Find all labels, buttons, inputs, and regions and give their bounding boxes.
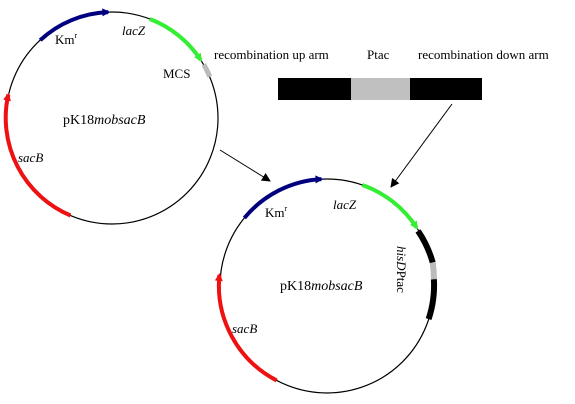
sacb-arrow-2 xyxy=(214,273,278,383)
sacb-label-2: sacB xyxy=(232,321,257,336)
down-arm-label: recombination down arm xyxy=(418,47,549,62)
up-arm-label: recombination up arm xyxy=(214,47,329,62)
kmr-arrow xyxy=(38,8,111,42)
mcs-segment xyxy=(201,63,213,78)
ptac-insert-segment xyxy=(429,262,437,280)
ptac-block xyxy=(351,78,410,100)
arrow-plasmid-to-product xyxy=(219,149,271,182)
hisd-ptac-label: hisDPtac xyxy=(394,246,409,293)
kmr-label: Kmr xyxy=(55,31,78,47)
plasmid-top-name: pK18mobsacB xyxy=(63,113,146,128)
down-arm-insert-segment xyxy=(425,279,438,321)
hisd-insert-segment xyxy=(415,229,436,264)
lacz-label-2: lacZ xyxy=(333,197,357,212)
sacb-arrow xyxy=(3,92,72,218)
insert-fragment: recombination up arm Ptac recombination … xyxy=(214,47,549,100)
up-arm-block xyxy=(278,78,351,100)
plasmid-bottom: Kmr lacZ sacB pK18mobsacB hisDPtac xyxy=(214,175,438,394)
kmr-label-2: Kmr xyxy=(265,204,288,220)
sacb-label: sacB xyxy=(18,150,43,165)
lacz-label: lacZ xyxy=(122,23,146,38)
ptac-label: Ptac xyxy=(367,47,390,62)
mcs-label: MCS xyxy=(163,66,190,81)
down-arm-block xyxy=(410,78,482,100)
arrow-fragment-to-product xyxy=(390,103,453,188)
plasmid-top: Kmr lacZ MCS sacB pK18mobsacB xyxy=(3,8,219,225)
plasmid-bottom-name: pK18mobsacB xyxy=(280,279,363,294)
kmr-arrow-2 xyxy=(242,175,324,220)
lacz-arrow xyxy=(149,17,203,62)
lacz-arrow-2 xyxy=(361,183,419,230)
